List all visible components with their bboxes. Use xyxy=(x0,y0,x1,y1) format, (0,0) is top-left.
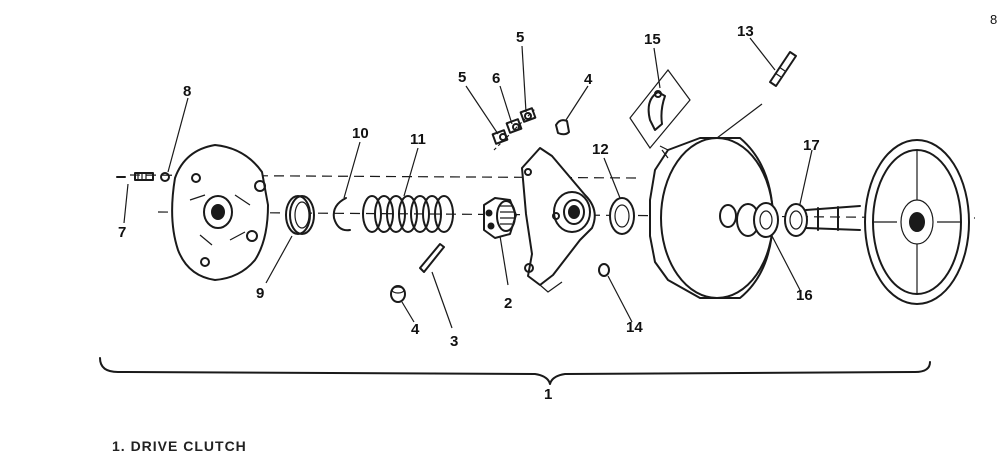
callout-13: 13 xyxy=(737,23,754,40)
parts-5-6-washers xyxy=(491,107,537,151)
callout-5-right: 5 xyxy=(516,29,525,46)
part-9-bushing xyxy=(285,195,315,235)
footer-caption: 1. DRIVE CLUTCH xyxy=(112,438,247,454)
leader-lines xyxy=(123,37,813,329)
callout-9: 9 xyxy=(256,285,265,302)
corner-mark: 8 xyxy=(990,12,998,27)
part-4-roller-upper xyxy=(555,119,570,136)
part-3-pin xyxy=(419,243,445,273)
callout-11: 11 xyxy=(410,131,426,148)
callout-8: 8 xyxy=(183,83,192,100)
callout-6: 6 xyxy=(492,70,501,87)
callout-2: 2 xyxy=(504,295,513,312)
callout-15: 15 xyxy=(644,31,661,48)
part-14-pin xyxy=(598,263,610,277)
part-16-bushing xyxy=(736,202,779,238)
part-17-washer xyxy=(784,203,808,237)
fixed-sheave xyxy=(805,139,970,305)
callout-4-lower: 4 xyxy=(411,321,420,338)
callout-12: 12 xyxy=(592,141,609,158)
callout-14: 14 xyxy=(626,319,643,336)
callout-10: 10 xyxy=(352,125,369,142)
part-7-bolt xyxy=(116,172,154,181)
part-10-snap-ring xyxy=(332,197,351,232)
assembly-brace xyxy=(99,357,931,385)
callout-4-upper: 4 xyxy=(584,71,593,88)
callout-1: 1 xyxy=(544,386,553,403)
callout-16: 16 xyxy=(796,287,813,304)
part-4-roller-lower xyxy=(390,285,406,303)
movable-sheave xyxy=(649,103,774,299)
part-12-washer xyxy=(609,197,635,235)
part-11-spring xyxy=(362,195,454,233)
part-15-weight xyxy=(629,69,691,150)
callout-17: 17 xyxy=(803,137,820,154)
callout-3: 3 xyxy=(450,333,459,350)
callout-7: 7 xyxy=(118,224,127,241)
part-8-cover-plate xyxy=(160,144,269,281)
spider-bracket xyxy=(521,147,596,293)
part-2-nut xyxy=(483,197,517,239)
part-13-bolt xyxy=(769,51,797,87)
callout-5-left: 5 xyxy=(458,69,467,86)
